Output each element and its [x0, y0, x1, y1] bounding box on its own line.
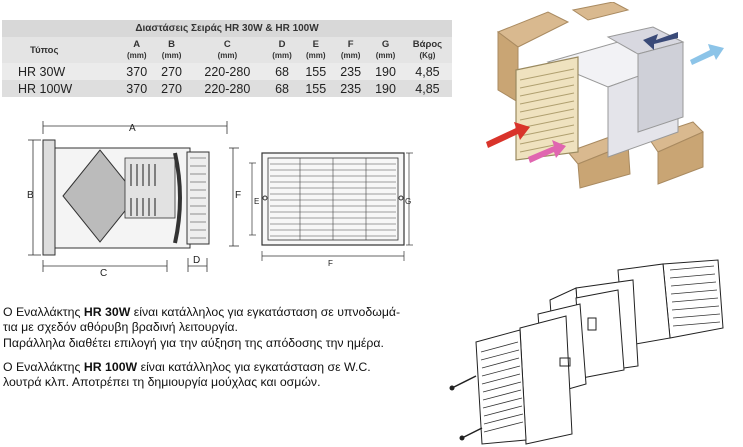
dim-label-f2: F [328, 259, 333, 268]
dim-label-b: B [27, 190, 34, 201]
col-header-f: F(mm) [333, 37, 369, 63]
cell-d: 68 [265, 63, 299, 80]
col-header-weight: Βάρος(Kg) [402, 37, 452, 63]
cell-a: 370 [119, 80, 155, 97]
cell-model: HR 100W [2, 80, 120, 97]
cell-e: 155 [298, 80, 334, 97]
col-header-type: Τύπος [2, 37, 120, 63]
arrow-pink [528, 140, 566, 163]
cell-f: 235 [333, 80, 369, 97]
table-title: Διαστάσεις Σειράς HR 30W & HR 100W [2, 20, 452, 37]
col-header-b: B(mm) [154, 37, 190, 63]
model-name: HR 30W [83, 305, 131, 319]
side-view-drawing: A B F C D [27, 121, 241, 278]
cell-d: 68 [265, 80, 299, 97]
cell-g: 190 [368, 80, 403, 97]
col-header-a: A(mm) [119, 37, 155, 63]
cell-e: 155 [298, 63, 334, 80]
cell-c: 220-280 [189, 63, 266, 80]
dim-label-g: G [405, 197, 411, 206]
table-row: HR 100W 370 270 220-280 68 155 235 190 4… [2, 80, 452, 97]
cell-b: 270 [154, 63, 190, 80]
description-hr30w: Ο Εναλλάκτης HR 30W είναι κατάλληλος για… [3, 305, 401, 350]
dim-label-e: E [254, 197, 259, 206]
dim-label-d: D [193, 255, 200, 266]
cell-g: 190 [368, 63, 403, 80]
model-name: HR 100W [83, 359, 138, 374]
cell-weight: 4,85 [402, 63, 452, 80]
cell-c: 220-280 [189, 80, 266, 97]
table-header-row: Τύπος A(mm) B(mm) C(mm) D(mm) E(mm) F(mm… [2, 37, 452, 63]
dim-label-a: A [129, 123, 136, 134]
product-description: Ο Εναλλάκτης HR 30W είναι κατάλληλος για… [3, 305, 458, 390]
cell-b: 270 [154, 80, 190, 97]
arrow-light-blue [690, 44, 724, 65]
col-header-g: G(mm) [368, 37, 403, 63]
dim-label-c: C [100, 268, 107, 278]
table-row: HR 30W 370 270 220-280 68 155 235 190 4,… [2, 63, 452, 80]
col-header-c: C(mm) [189, 37, 266, 63]
exploded-view-illustration [449, 259, 724, 445]
front-view-drawing: E G F [249, 152, 413, 268]
cell-weight: 4,85 [402, 80, 452, 97]
cell-model: HR 30W [2, 63, 120, 80]
arrow-navy [643, 32, 678, 50]
col-header-e: E(mm) [298, 37, 334, 63]
description-hr100w: Ο Εναλλάκτης HR 100W είναι κατάλληλος γι… [3, 359, 371, 390]
dimensions-table: Διαστάσεις Σειράς HR 30W & HR 100W Τύπος… [2, 20, 452, 97]
cell-f: 235 [333, 63, 369, 80]
dim-label-f: F [235, 190, 241, 201]
wall-installation-illustration [486, 2, 724, 189]
arrow-red [486, 122, 530, 148]
cell-a: 370 [119, 63, 155, 80]
col-header-d: D(mm) [265, 37, 299, 63]
